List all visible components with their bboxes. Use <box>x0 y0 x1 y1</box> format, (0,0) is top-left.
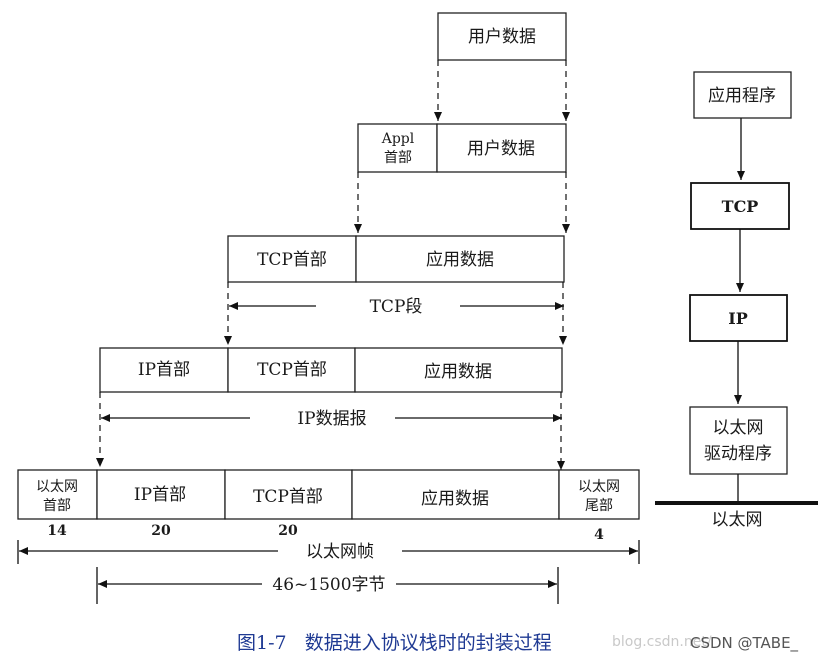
figure-caption: 图1-7 数据进入协议栈时的封装过程 <box>237 632 552 654</box>
tcp-segment-span-label: TCP段 <box>370 297 423 317</box>
stack-application-label: 应用程序 <box>708 86 776 106</box>
size-tcp-header: 20 <box>278 523 298 539</box>
protocol-stack: 应用程序 TCP IP 以太网 驱动程序 以太网 <box>655 71 818 530</box>
layer1-user-data-label: 用户数据 <box>468 27 536 47</box>
eth-trailer-label-line2: 尾部 <box>585 498 613 514</box>
ip-datagram-span-label: IP数据报 <box>297 409 366 429</box>
layer3-app-data-label: 应用数据 <box>426 250 494 270</box>
layer5-ip-header-label: IP首部 <box>134 485 186 505</box>
layer3-tcp-segment: TCP首部 应用数据 <box>227 235 565 283</box>
size-eth-header: 14 <box>47 523 67 539</box>
layer1-user-data-block: 用户数据 <box>437 12 567 61</box>
eth-header-label-line2: 首部 <box>43 498 71 514</box>
ethernet-medium-label: 以太网 <box>712 510 763 530</box>
layer4-tcp-header-label: TCP首部 <box>257 360 327 380</box>
frame-span-label: 以太网帧 <box>306 542 374 562</box>
watermark-csdn: CSDN @TABE_ <box>690 634 799 653</box>
appl-header-label-line1: Appl <box>381 131 415 147</box>
appl-header-label-line2: 首部 <box>384 150 412 166</box>
stack-ip-label: IP <box>728 309 748 328</box>
layer4-app-data-label: 应用数据 <box>424 362 492 382</box>
layer4-ip-datagram: IP首部 TCP首部 应用数据 <box>99 347 563 393</box>
payload-span-label: 46~1500字节 <box>272 575 385 595</box>
layer5-ethernet-frame: 以太网 首部 IP首部 TCP首部 应用数据 以太网 尾部 <box>17 469 640 520</box>
size-ip-header: 20 <box>151 523 171 539</box>
layer2-block: Appl 首部 用户数据 <box>357 123 567 173</box>
stack-tcp-label: TCP <box>722 197 759 216</box>
stack-driver-label-line2: 驱动程序 <box>704 444 772 464</box>
watermark-light: blog.csdn.net/ <box>612 634 712 650</box>
layer2-user-data-label: 用户数据 <box>467 139 535 159</box>
eth-trailer-label-line1: 以太网 <box>578 479 620 495</box>
layer4-ip-header-label: IP首部 <box>138 360 190 380</box>
layer3-tcp-header-label: TCP首部 <box>257 250 327 270</box>
layer5-app-data-label: 应用数据 <box>421 489 489 509</box>
stack-driver-label-line1: 以太网 <box>713 418 764 438</box>
layer5-tcp-header-label: TCP首部 <box>253 487 323 507</box>
size-eth-trailer: 4 <box>594 527 604 543</box>
eth-header-label-line1: 以太网 <box>36 479 78 495</box>
